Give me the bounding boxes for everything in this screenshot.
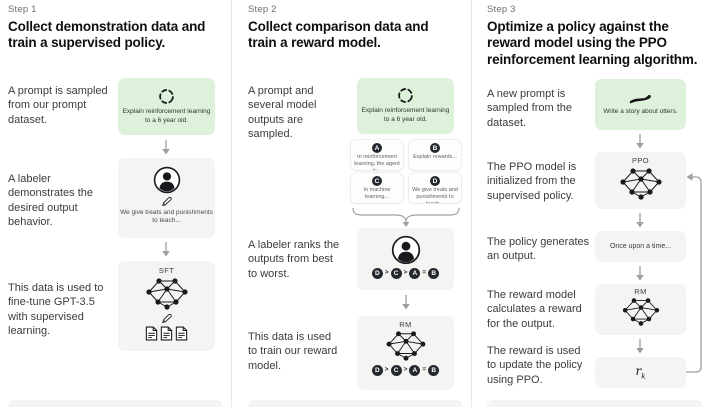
column-divider bbox=[471, 0, 472, 407]
otter-icon bbox=[629, 93, 653, 105]
output-a-text: In reinforcement learning, the agent is.… bbox=[354, 154, 400, 170]
step3-output-box: Once upon a time... bbox=[595, 231, 686, 262]
rank-badge: D bbox=[371, 365, 383, 376]
rank-badge: D bbox=[371, 268, 383, 279]
step2-prompt-text: Explain reinforcement learning to a 6 ye… bbox=[361, 107, 450, 123]
pencil-icon bbox=[161, 313, 172, 324]
step2-row3-text: This data is used to train our reward mo… bbox=[248, 331, 338, 372]
neural-network-icon bbox=[146, 277, 188, 311]
down-arrow-icon bbox=[160, 139, 172, 156]
rm-label: RM bbox=[634, 287, 647, 296]
output-chip-c: C In machine learning... bbox=[351, 173, 403, 203]
step2-row2-text: A labeler ranks the outputs from best to… bbox=[248, 239, 340, 280]
step1-row1-text: A prompt is sampled from our prompt data… bbox=[8, 85, 108, 126]
document-icon bbox=[160, 326, 173, 341]
rank-separator: = bbox=[422, 269, 427, 277]
ppo-label: PPO bbox=[631, 156, 650, 165]
step1-row2-text: A labeler demonstrates the desired outpu… bbox=[8, 173, 93, 228]
step2-label: Step 2 bbox=[248, 4, 277, 15]
step3-row3-text: The policy generates an output. bbox=[487, 236, 590, 263]
down-arrow-icon bbox=[634, 338, 646, 355]
step2-title: Collect comparison data and train a rewa… bbox=[248, 19, 429, 51]
output-chip-d: D We give treats and punishments to teac… bbox=[409, 173, 461, 203]
step3-label: Step 3 bbox=[487, 4, 516, 15]
rank-badge: C bbox=[390, 268, 402, 279]
output-d-badge: D bbox=[430, 176, 440, 186]
step3-reward-box: rk bbox=[595, 357, 686, 388]
step1-label: Step 1 bbox=[8, 4, 37, 15]
rank-separator: > bbox=[403, 366, 408, 374]
step1-title: Collect demonstration data and train a s… bbox=[8, 19, 206, 51]
rank-separator: = bbox=[422, 366, 427, 374]
step2-prompt-box: Explain reinforcement learning to a 6 ye… bbox=[357, 78, 454, 134]
step3-cutoff-box bbox=[487, 400, 702, 407]
rank-badge: C bbox=[390, 365, 402, 376]
step1-row3-text: This data is used to fine-tune GPT-3.5 w… bbox=[8, 282, 104, 337]
output-c-badge: C bbox=[372, 176, 382, 186]
step2-labeler-box: D > C > A = B bbox=[357, 228, 454, 290]
step3-prompt-text: Write a story about otters. bbox=[603, 107, 678, 115]
down-arrow-icon bbox=[160, 241, 172, 258]
step1-prompt-box: Explain reinforcement learning to a 6 ye… bbox=[118, 78, 215, 135]
output-b-badge: B bbox=[430, 143, 440, 153]
step1-sft-box: SFT bbox=[118, 261, 215, 351]
labeler-person-icon bbox=[391, 235, 421, 265]
reward-symbol: rk bbox=[635, 364, 646, 381]
document-icon bbox=[175, 326, 188, 341]
step1-labeler-box: We give treats and punishments to teach.… bbox=[118, 158, 215, 238]
column-divider bbox=[231, 0, 232, 407]
step3-rm-box: RM bbox=[595, 284, 686, 335]
step2-row1-text: A prompt and several model outputs are s… bbox=[248, 85, 317, 140]
neural-network-icon bbox=[622, 297, 660, 327]
step3-row1-text: A new prompt is sampled from the dataset… bbox=[487, 88, 572, 129]
step2-rm-box: RM D > C > A = B bbox=[357, 316, 454, 390]
step3-prompt-box: Write a story about otters. bbox=[595, 79, 686, 130]
document-icon bbox=[145, 326, 158, 341]
down-arrow-icon bbox=[634, 212, 646, 229]
labeler-person-icon bbox=[153, 166, 181, 194]
down-arrow-icon bbox=[634, 133, 646, 150]
step3-row4-text: The reward model calculates a reward for… bbox=[487, 289, 582, 330]
output-b-text: Explain rewards... bbox=[413, 154, 457, 160]
neural-network-icon bbox=[386, 330, 426, 362]
step3-ppo-box: PPO bbox=[595, 152, 686, 209]
output-a-badge: A bbox=[372, 143, 382, 153]
step3-row2-text: The PPO model is initialized from the su… bbox=[487, 161, 577, 202]
output-c-text: In machine learning... bbox=[363, 187, 391, 200]
step3-title: Optimize a policy against the reward mod… bbox=[487, 19, 698, 67]
rm-label: RM bbox=[399, 320, 412, 329]
rank-badge: A bbox=[409, 365, 421, 376]
output-chip-b: B Explain rewards... bbox=[409, 140, 461, 170]
rank-badge: A bbox=[409, 268, 421, 279]
documents-row bbox=[145, 326, 188, 341]
sample-icon bbox=[397, 87, 414, 104]
neural-network-icon bbox=[620, 167, 662, 201]
pencil-icon bbox=[161, 196, 172, 207]
step1-cutoff-box bbox=[8, 400, 222, 407]
sft-label: SFT bbox=[158, 266, 175, 275]
rank-separator: > bbox=[384, 269, 389, 277]
ranking-row: D > C > A = B bbox=[371, 365, 440, 376]
step1-prompt-text: Explain reinforcement learning to a 6 ye… bbox=[122, 107, 211, 124]
sample-icon bbox=[158, 88, 175, 105]
step1-labeler-text: We give treats and punishments to teach.… bbox=[120, 209, 213, 225]
rank-badge: B bbox=[428, 268, 440, 279]
output-d-text: We give treats and punishments to teach.… bbox=[412, 187, 458, 203]
down-arrow-icon bbox=[400, 294, 412, 311]
step2-cutoff-box bbox=[248, 400, 462, 407]
rank-separator: > bbox=[384, 366, 389, 374]
step3-row5-text: The reward is used to update the policy … bbox=[487, 345, 583, 386]
ranking-row: D > C > A = B bbox=[371, 268, 440, 279]
rank-separator: > bbox=[403, 269, 408, 277]
down-arrow-icon bbox=[634, 265, 646, 282]
rank-badge: B bbox=[428, 365, 440, 376]
step3-output-text: Once upon a time... bbox=[609, 243, 672, 250]
output-chip-a: A In reinforcement learning, the agent i… bbox=[351, 140, 403, 170]
brace-down-icon bbox=[352, 207, 460, 227]
